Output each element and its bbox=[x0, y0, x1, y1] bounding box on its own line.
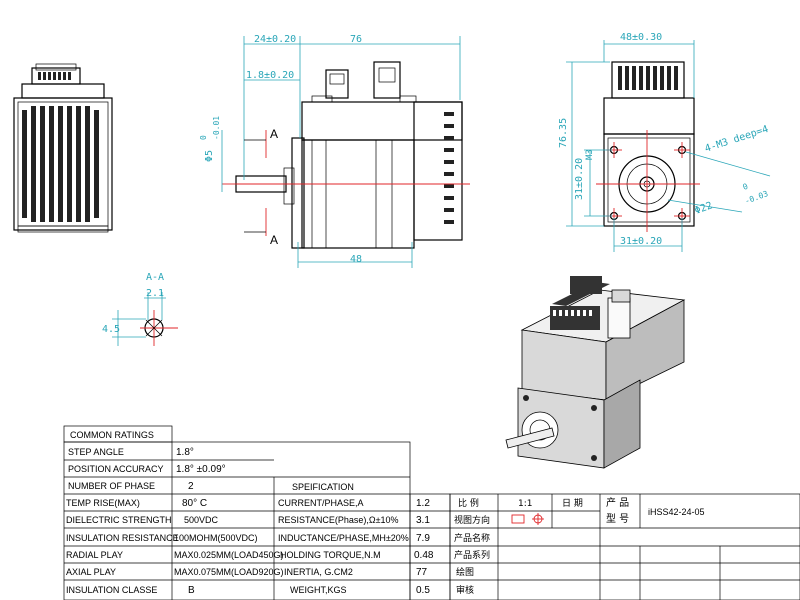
rating-value: 80° C bbox=[182, 498, 207, 509]
rating-label: RADIAL PLAY bbox=[66, 550, 123, 560]
rating-value: 1.8° bbox=[176, 447, 194, 458]
dim-pilot-tol-dn: -0.03 bbox=[744, 189, 770, 206]
dim-31-vertical: 31±0.20 bbox=[574, 158, 585, 200]
section-a-a bbox=[112, 292, 178, 346]
dim-7635: 76.35 bbox=[558, 118, 569, 148]
title-product-series: 产品系列 bbox=[454, 549, 490, 561]
title-drawn: 绘图 bbox=[456, 566, 474, 578]
rating-label: NUMBER OF PHASE bbox=[68, 481, 155, 491]
spec-value: 77 bbox=[416, 567, 428, 578]
section-title: A-A bbox=[146, 272, 164, 283]
title-product-name: 产品名称 bbox=[454, 532, 490, 544]
spec-value: 7.9 bbox=[416, 533, 430, 544]
rating-value: MAX0.025MM(LOAD450G) bbox=[174, 550, 284, 560]
end-view-dimensions bbox=[566, 40, 771, 252]
spec-value: 0.48 bbox=[414, 550, 434, 561]
rating-label: STEP ANGLE bbox=[68, 447, 124, 457]
spec-label: RESISTANCE(Phase),Ω±10% bbox=[278, 515, 399, 525]
rating-label: POSITION ACCURACY bbox=[68, 464, 164, 474]
rating-value: 2 bbox=[188, 481, 194, 492]
dim-76: 76 bbox=[350, 34, 362, 45]
title-date-label: 日 期 bbox=[562, 498, 583, 509]
title-review: 审核 bbox=[456, 584, 474, 596]
section-mark-a-lower: A bbox=[270, 233, 278, 247]
rating-label: TEMP RISE(MAX) bbox=[66, 498, 140, 508]
rating-label: INSULATION CLASSE bbox=[66, 585, 157, 595]
rating-value: 100MOHM(500VDC) bbox=[174, 533, 258, 543]
dim-holes: 4-M3 deep=4 bbox=[704, 124, 770, 155]
title-scale-label: 比 例 bbox=[458, 497, 479, 509]
rating-value: MAX0.075MM(LOAD920G) bbox=[174, 567, 284, 577]
front-view-motor bbox=[222, 61, 470, 249]
rating-value: 500VDC bbox=[184, 515, 219, 525]
rating-label: INSULATION RESISTANCE bbox=[66, 533, 179, 543]
front-view-dimensions bbox=[221, 36, 461, 268]
spec-label: INERTIA, G.CM2 bbox=[284, 567, 353, 577]
spec-label: HOLDING TORQUE,N.M bbox=[280, 550, 381, 560]
dim-pilot-dia: Φ22 bbox=[693, 200, 714, 217]
spec-value: 0.5 bbox=[416, 585, 430, 596]
isometric-view bbox=[505, 276, 686, 469]
dim-shaft-tol-dn: -0.01 bbox=[212, 116, 221, 140]
spec-label: INDUCTANCE/PHASE,MH±20% bbox=[278, 533, 409, 543]
spec-label: WEIGHT,KGS bbox=[290, 585, 347, 595]
section-mark-a-upper: A bbox=[270, 127, 278, 141]
table-header-common: COMMON RATINGS bbox=[70, 430, 154, 440]
title-model-label: 型 号 bbox=[606, 512, 629, 525]
title-model-value: iHSS42-24-05 bbox=[648, 507, 705, 517]
dim-48-bottom: 48 bbox=[350, 254, 362, 265]
dim-31-horizontal: 31±0.20 bbox=[620, 236, 662, 247]
title-block bbox=[449, 493, 800, 600]
end-view-flange bbox=[596, 61, 700, 232]
dim-flange: 1.8±0.20 bbox=[246, 70, 294, 81]
dim-pilot-tol-up: 0 bbox=[742, 182, 750, 192]
title-view-direction: 视图方向 bbox=[454, 514, 490, 526]
rating-label: DIELECTRIC STRENGTH bbox=[66, 515, 172, 525]
dim-48-top-right: 48±0.30 bbox=[620, 32, 662, 43]
rating-value: B bbox=[188, 585, 195, 596]
title-product-label: 产 品 bbox=[606, 496, 629, 509]
dim-45: 4.5 bbox=[102, 324, 120, 335]
rating-value: 1.8° ±0.09° bbox=[176, 464, 226, 475]
rating-label: AXIAL PLAY bbox=[66, 567, 116, 577]
dim-shaft-dia: Φ5 bbox=[204, 150, 215, 162]
table-header-spec: SPEIFICATION bbox=[292, 482, 354, 492]
side-view-heatsink bbox=[13, 63, 113, 233]
spec-value: 1.2 bbox=[416, 498, 430, 509]
dim-m3: M3 bbox=[585, 149, 595, 160]
title-scale-value: 1:1 bbox=[518, 499, 532, 509]
spec-label: CURRENT/PHASE,A bbox=[278, 498, 364, 508]
dim-21: 2.1 bbox=[146, 288, 164, 299]
dim-shaft-tol-up: 0 bbox=[199, 135, 208, 140]
spec-value: 3.1 bbox=[416, 515, 430, 526]
dim-24: 24±0.20 bbox=[254, 34, 296, 45]
